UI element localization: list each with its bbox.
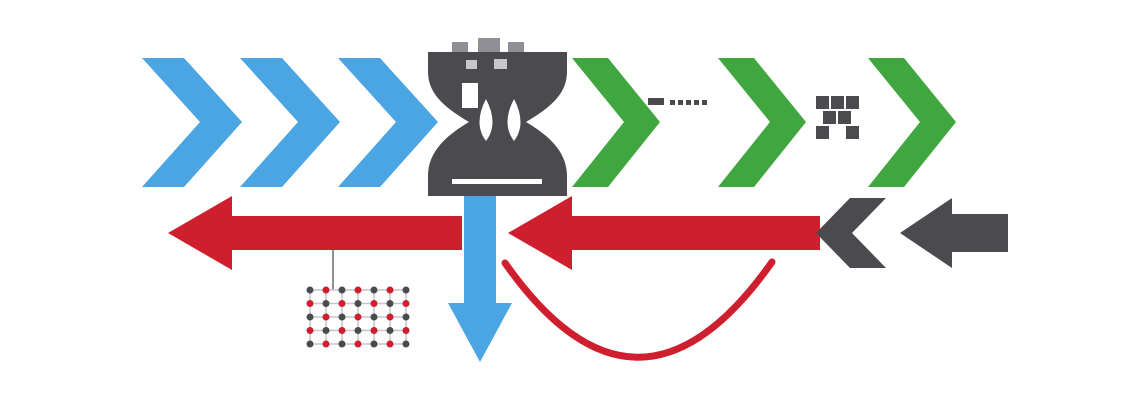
furnace-base-line (452, 179, 542, 184)
crystal-lattice-atom (322, 286, 330, 294)
crystal-lattice-atom (338, 313, 346, 321)
crystal-lattice-atom (402, 313, 410, 321)
blue-chevron-1 (142, 58, 242, 187)
crystal-lattice-atom (354, 300, 362, 307)
pixel-cluster-icon (816, 126, 829, 139)
red-arrow-left-1 (168, 196, 462, 270)
pixel-cluster-icon (816, 96, 829, 109)
pixel-cluster-icon (846, 126, 859, 139)
blue-chevron-3 (338, 58, 438, 187)
dotted-line-icon (694, 100, 699, 105)
dotted-line-icon (678, 100, 683, 105)
crystal-lattice-atom (338, 300, 346, 307)
red-arrow-left-2 (508, 196, 820, 270)
crystal-lattice-atom (306, 340, 314, 348)
dotted-line-icon (686, 100, 691, 105)
crystal-lattice-atom (386, 340, 394, 348)
crystal-lattice-atom (370, 300, 378, 307)
flame-right-icon (507, 99, 521, 141)
crystal-lattice-atom (402, 327, 410, 334)
crystal-lattice-atom (386, 300, 394, 307)
crystal-lattice-atom (338, 286, 346, 294)
crystal-lattice-atom (386, 286, 394, 294)
blue-chevron-2 (240, 58, 340, 187)
crystal-lattice-atom (322, 327, 330, 334)
crystal-lattice-atom (306, 327, 314, 334)
crystal-lattice-atom (354, 340, 362, 348)
crystal-lattice-atom (402, 300, 410, 307)
green-chevron-1 (572, 58, 660, 187)
dark-chevron-left (816, 198, 886, 268)
crystal-lattice-atom (322, 340, 330, 348)
crystal-lattice-atom (402, 340, 410, 348)
furnace-caps (478, 38, 500, 52)
crystal-lattice-atom (402, 286, 410, 294)
furnace-caps (508, 42, 524, 52)
crystal-lattice-atom (386, 313, 394, 321)
crystal-lattice-atom (370, 340, 378, 348)
crystal-lattice-atom (370, 286, 378, 294)
crystal-lattice-atom (370, 313, 378, 321)
green-chevron-2 (718, 58, 806, 187)
crystal-lattice-atom (338, 327, 346, 334)
green-chevron-3 (868, 58, 956, 187)
dash-icon (648, 98, 664, 105)
sample-vial (462, 83, 478, 108)
crystal-lattice-atom (370, 327, 378, 334)
crystal-lattice-atom (322, 313, 330, 321)
furnace-caps (452, 42, 468, 52)
crystal-lattice-atom (354, 327, 362, 334)
dotted-line-icon (670, 100, 675, 105)
crystal-lattice-atom (322, 300, 330, 307)
dark-arrow-left (900, 198, 1008, 268)
furnace-knobs (466, 60, 477, 69)
crystal-lattice-atom (386, 327, 394, 334)
dotted-line-icon (702, 100, 707, 105)
crystal-lattice-atom (354, 313, 362, 321)
pixel-cluster-icon (838, 111, 851, 124)
furnace-body (428, 52, 567, 196)
pixel-cluster-icon (846, 96, 859, 109)
red-curve (501, 258, 776, 361)
flame-left-icon (479, 99, 493, 141)
crystal-lattice-atom (306, 286, 314, 294)
pixel-cluster-icon (831, 96, 844, 109)
crystal-lattice-atom (354, 286, 362, 294)
pixel-cluster-icon (823, 111, 836, 124)
crystal-lattice-atom (338, 340, 346, 348)
crystal-lattice-atom (306, 300, 314, 307)
crystal-lattice-atom (306, 313, 314, 321)
furnace-knobs (494, 59, 507, 69)
blue-down-arrow (448, 196, 512, 362)
